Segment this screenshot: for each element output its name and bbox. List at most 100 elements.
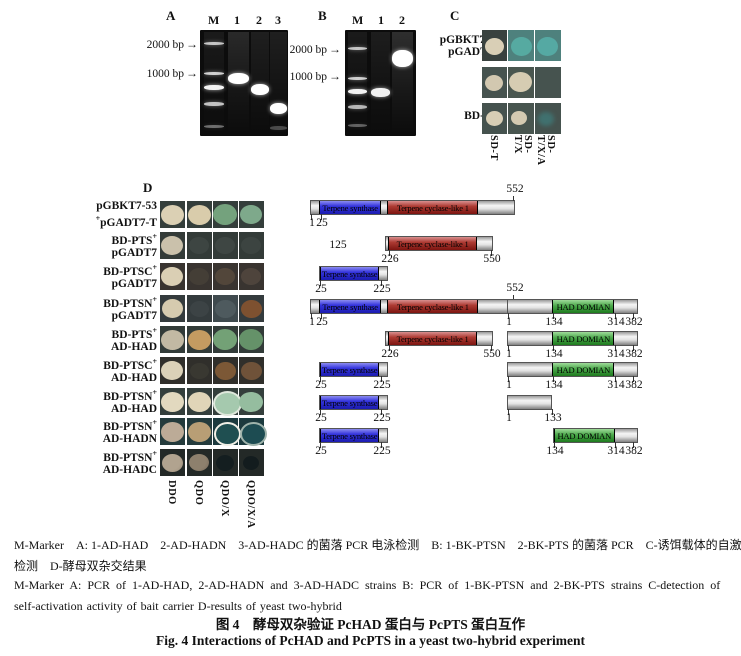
residue-tick [321,313,322,319]
residue-number: 382 [625,445,643,457]
panel-d-row-label: BD-PTSN+AD-HADC [84,448,157,477]
panel-c-medium-label: SD-T/X/A [535,135,556,166]
residue-number: 225 [373,283,391,295]
gel-a-lane [204,32,224,134]
colony-spot [241,237,261,254]
residue-tick [633,376,634,382]
domain-label: Terpene cyclase-like 1 [396,238,469,249]
panel-d-row-label-line: BD-PTSN+ [103,295,157,310]
panel-d-row-label: BD-PTS+pGADT7 [84,231,157,260]
linker-segment [614,332,637,345]
colony-spot [485,110,503,126]
linker-segment [478,201,514,214]
residue-tick [311,214,312,220]
residue-tick [554,442,555,448]
domain-segment: Terpene cyclase-like 1 [387,201,479,214]
residue-tick [508,376,509,382]
panel-d-row-label: BD-PTSN+AD-HAD [84,387,157,416]
panel-d-row-label-line: BD-PTSC+ [103,357,157,372]
domain-segment: Terpene synthase [318,201,382,214]
marker-size-text: 1000 bp [289,70,327,83]
domain-label: HAD DOMIAN [556,333,611,344]
gel-band [204,85,224,90]
panel-d-medium-label: QDO/X [219,480,230,517]
residue-tick [491,250,492,256]
residue-tick [553,313,554,319]
colony-spot [215,268,235,285]
residue-tick [389,345,390,351]
panel-d-row-label-line: pGADT7 [111,247,157,260]
colony-spot [213,329,237,350]
panel-d-row-label-line: AD-HAD [111,403,157,416]
gel-a-marker-label: 2000 bp→ [140,37,198,52]
colony-spot [214,361,236,380]
colony-spot [538,112,554,126]
linker-segment [386,237,388,250]
colony-spot [508,72,532,92]
protein-domain-bar: HAD DOMIAN [553,428,638,443]
gel-a-lane-label: 3 [275,13,281,27]
panel-a-letter: A [166,8,176,23]
protein-domain-bar: Terpene synthase [319,428,388,443]
linker-segment [379,363,387,376]
protein-domain-bar: Terpene cyclase-like 1 [385,236,493,251]
panel-d-row-label-line: BD-PTS+ [111,232,157,247]
residue-tick [508,313,509,319]
residue-tick [389,250,390,256]
colony-spot [189,362,209,379]
domain-label: Terpene synthase [321,430,378,441]
residue-number: 134 [545,348,563,360]
linker-segment [379,267,387,280]
colony-spot [240,205,262,224]
linker-segment [379,429,387,442]
gel-b-lane-label: M [352,13,364,27]
colony-spot [161,361,183,380]
residue-tick [553,376,554,382]
panel-d-row-label-line: AD-HAD [111,341,157,354]
residue-number: 1 [506,316,512,328]
residue-number-floating: 125 [329,239,347,251]
linker-segment [478,300,514,313]
domain-label: Terpene synthase [322,202,378,213]
colony-spot [187,421,211,442]
gel-band [348,124,367,127]
panel-d-row-label: BD-PTSC+AD-HAD [84,356,157,385]
colony-spot [161,236,183,255]
colony-spot [239,421,267,446]
gel-band [348,89,367,94]
domain-segment: Terpene synthase [320,429,380,442]
gel-b-lane-label: 1 [378,13,384,27]
protein-domain-bar: Terpene cyclase-like 1 [385,331,493,346]
residue-tick [508,409,509,415]
linker-segment [508,332,553,345]
gel-band [270,126,287,130]
protein-domain-bar: Terpene synthase Terpene cyclase-like 1 [310,200,515,215]
colony-spot [240,361,262,380]
gel-a-lane-label: 1 [234,13,240,27]
gel-b-lane-label: 2 [399,13,405,27]
panel-d-row-label-line: BD-PTSN+ [103,388,157,403]
protein-domain-bar: HAD DOMIAN [507,299,638,314]
residue-number: 382 [625,348,643,360]
residue-number: 382 [625,379,643,391]
linker-segment [477,237,493,250]
protein-domain-bar: HAD DOMIAN [507,362,638,377]
residue-number: 314 [607,379,625,391]
colony-spot [189,268,209,285]
figure-title-en: Fig. 4 Interactions of PcHAD and PcPTS i… [156,633,585,648]
colony-spot [213,421,241,446]
residue-number: 550 [483,253,501,265]
domain-segment: HAD DOMIAN [552,363,615,376]
colony-spot [216,454,234,471]
domain-segment: Terpene synthase [320,396,380,409]
marker-arrow-icon: → [329,69,341,83]
panel-d-row-label-line: AD-HAD [111,372,157,385]
residue-number: 225 [373,412,391,424]
residue-tick [320,442,321,448]
linker-segment [614,300,637,313]
residue-tick [321,214,322,220]
panel-d-row-label: BD-PTS+AD-HAD [84,325,157,354]
residue-tick [491,345,492,351]
residue-number: 552 [506,183,524,195]
